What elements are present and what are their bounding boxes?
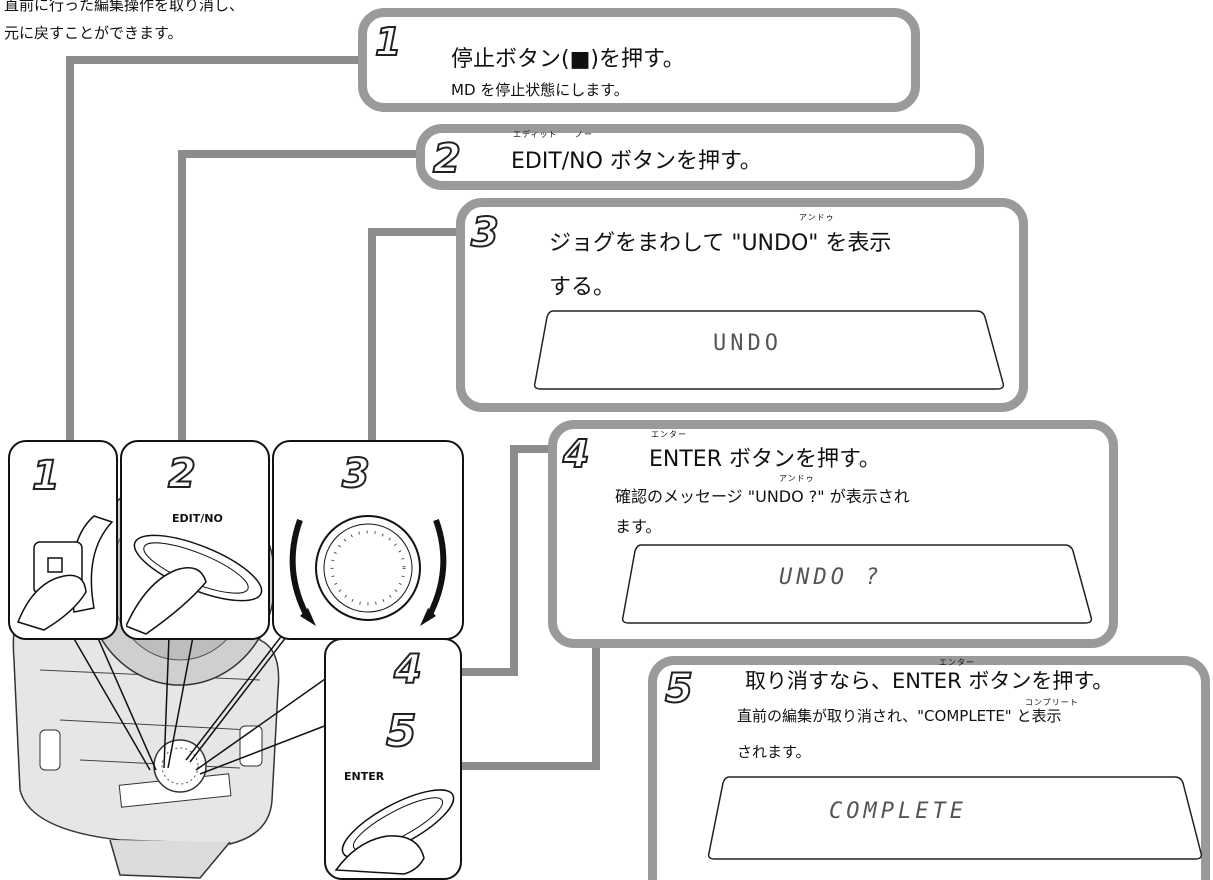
step-3-display-text: UNDO <box>713 331 782 356</box>
jog-dial-icon <box>289 515 447 626</box>
step-3-lcd-display <box>533 310 1005 390</box>
stop-icon <box>17 515 114 631</box>
step-4-box: 4 エンター ENTER ボタンを押す。 アンドゥ 確認のメッセージ "UNDO… <box>548 420 1118 648</box>
step-3-number: 3 <box>470 210 500 256</box>
panel-enter-button: 4 5 ENTER <box>324 638 462 880</box>
enter-label: ENTER <box>344 770 385 783</box>
step-4-desc-ruby: アンドゥ <box>779 474 815 483</box>
step-5-number: 5 <box>664 666 694 712</box>
connector-line-1 <box>66 56 368 64</box>
step-5-display-text: COMPLETE <box>829 799 967 824</box>
connector-line-1-vertical <box>66 56 74 446</box>
edit-no-label: EDIT/NO <box>172 512 223 525</box>
step-5-lcd-display <box>707 776 1203 860</box>
connector-line-4 <box>510 445 552 453</box>
connector-line-5-vertical <box>592 628 600 770</box>
connector-line-4-horizontal <box>462 668 518 676</box>
panel-5-number: 5 <box>385 706 418 757</box>
step-1-number: 1 <box>374 20 402 64</box>
connector-line-2-vertical <box>178 150 186 442</box>
connector-line-5-horizontal <box>462 762 600 770</box>
step-4-ruby: エンター <box>651 430 687 439</box>
panel-stop-button: 1 <box>8 440 118 640</box>
enter-icon <box>334 789 455 875</box>
step-1-title: 停止ボタン(■)を押す。 <box>451 47 685 72</box>
panel-3-number: 3 <box>341 451 371 497</box>
step-4-display-text: UNDO ? <box>779 565 883 590</box>
intro-text-line1: 直前に行った編集操作を取り消し、 <box>4 0 245 14</box>
step-3-title-line2: する。 <box>549 275 616 300</box>
connector-line-4-vertical <box>510 445 518 675</box>
connector-line-3-vertical <box>368 228 376 444</box>
step-2-ruby-edit: エディット <box>513 130 558 139</box>
step-5-desc-line2: されます。 <box>737 743 811 761</box>
step-4-title: ENTER ボタンを押す。 <box>649 447 881 472</box>
edit-no-icon <box>126 534 263 635</box>
step-4-desc-line2: ます。 <box>615 517 662 536</box>
panel-edit-no-button: 2 EDIT/NO <box>120 440 270 640</box>
connector-line-3 <box>368 228 460 236</box>
intro-text-line2: 元に戻すことができます。 <box>4 24 183 42</box>
step-4-lcd-display <box>621 544 1093 624</box>
step-5-ruby: エンター <box>939 658 975 667</box>
step-2-ruby-no: ノー <box>575 130 593 139</box>
step-1-box: 1 停止ボタン(■)を押す。 MD を停止状態にします。 <box>358 8 920 112</box>
step-2-title: EDIT/NO ボタンを押す。 <box>511 149 762 174</box>
panel-1-number: 1 <box>31 453 61 499</box>
panel-2-number: 2 <box>167 451 197 497</box>
step-5-desc-ruby: コンプリート <box>1025 698 1079 707</box>
step-4-desc-line1: 確認のメッセージ "UNDO ?" が表示され <box>615 487 910 506</box>
connector-line-2 <box>178 150 418 158</box>
step-3-box: 3 アンドゥ ジョグをまわして "UNDO" を表示 する。 UNDO <box>456 198 1028 412</box>
step-5-title: 取り消すなら、ENTER ボタンを押す。 <box>745 669 1114 693</box>
step-3-title-line1: ジョグをまわして "UNDO" を表示 <box>549 231 892 256</box>
step-4-number: 4 <box>562 432 590 476</box>
step-3-ruby: アンドゥ <box>799 213 835 222</box>
step-5-desc-line1: 直前の編集が取り消され、"COMPLETE" と表示 <box>737 707 1062 725</box>
panel-jog-dial: 3 <box>272 440 464 640</box>
step-2-box: 2 エディット ノー EDIT/NO ボタンを押す。 <box>416 124 984 190</box>
step-2-number: 2 <box>432 136 462 182</box>
panel-4-number: 4 <box>393 647 423 693</box>
step-1-description: MD を停止状態にします。 <box>451 81 629 99</box>
step-5-box: 5 エンター 取り消すなら、ENTER ボタンを押す。 コンプリート 直前の編集… <box>648 656 1210 880</box>
